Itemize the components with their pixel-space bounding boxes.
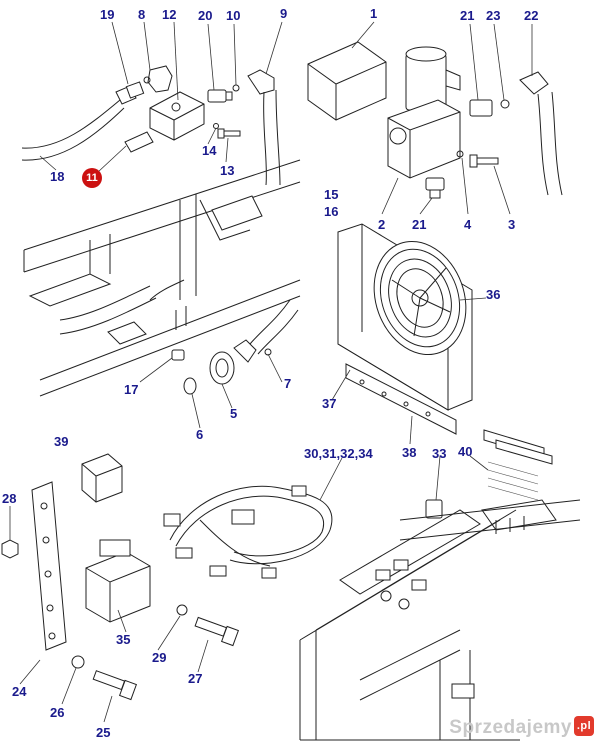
cooler-base-37-38 (345, 363, 457, 435)
callout-37: 37 (322, 396, 337, 411)
connector-33 (425, 499, 443, 519)
callout-36: 36 (486, 287, 501, 302)
callout-17: 17 (124, 382, 139, 397)
bolt-13 (217, 128, 241, 139)
callout-39: 39 (54, 434, 69, 449)
valve-body-2 (387, 99, 461, 179)
wire-harness (163, 485, 333, 579)
callout-24: 24 (12, 684, 27, 699)
washer-26 (71, 655, 85, 669)
callout-12: 12 (162, 7, 177, 22)
cab-structure (299, 499, 581, 741)
callout-3: 3 (508, 217, 516, 232)
callout-5: 5 (230, 406, 238, 421)
callout-33: 33 (432, 446, 447, 461)
callout-23: 23 (486, 8, 501, 23)
callout-21-bottom: 21 (412, 217, 427, 232)
o-ring-10 (232, 84, 240, 92)
callout-21-top: 21 (460, 8, 475, 23)
callout-7: 7 (284, 376, 292, 391)
valve-block-12 (124, 91, 205, 153)
callout-19: 19 (100, 7, 115, 22)
washer-4 (456, 150, 464, 158)
callout-9: 9 (280, 6, 288, 21)
nut-28 (1, 539, 19, 559)
callout-4: 4 (464, 217, 472, 232)
callout-35: 35 (116, 632, 131, 647)
callout-15: 15 (324, 187, 339, 202)
callout-22: 22 (524, 8, 539, 23)
callout-11-badge: 11 (82, 168, 102, 188)
fitting-21-top (469, 99, 493, 117)
chassis-frame (23, 159, 301, 397)
fan-36 (373, 240, 467, 356)
o-ring-23 (500, 99, 510, 109)
adapter-20 (207, 89, 233, 103)
callout-13: 13 (220, 163, 235, 178)
elbow-fitting-8 (143, 65, 173, 93)
callout-20: 20 (198, 8, 213, 23)
callout-38: 38 (402, 445, 417, 460)
callout-10: 10 (226, 8, 241, 23)
callout-30-31-32-34: 30,31,32,34 (304, 446, 373, 461)
callout-6: 6 (196, 427, 204, 442)
callout-2: 2 (378, 217, 386, 232)
callout-1: 1 (370, 6, 378, 21)
o-ring-6 (183, 377, 197, 395)
callout-27: 27 (188, 671, 203, 686)
bracket-24 (31, 481, 67, 651)
watermark-text: Sprzedajemy (449, 717, 572, 738)
callout-14: 14 (202, 143, 217, 158)
bolt-27 (194, 616, 240, 647)
fitting-17 (171, 349, 185, 361)
callout-40: 40 (458, 444, 473, 459)
controller-35 (85, 539, 151, 623)
callout-26: 26 (50, 705, 65, 720)
hose-22 (519, 71, 563, 196)
callout-28: 28 (2, 491, 17, 506)
leader-lines (9, 21, 533, 723)
fitting-19 (125, 81, 145, 99)
watermark-suffix: .pl (574, 716, 594, 736)
solenoid-coil (405, 46, 461, 111)
watermark: Sprzedajemy.pl (449, 716, 594, 739)
callout-29: 29 (152, 650, 167, 665)
washer-14 (213, 123, 219, 129)
bolt-3 (469, 154, 499, 168)
bolt-25 (92, 670, 138, 701)
hose-9 (247, 69, 281, 186)
hose-18 (21, 85, 137, 161)
relay-39 (81, 453, 123, 503)
washer-29 (176, 604, 188, 616)
fitting-21-bottom (425, 177, 445, 199)
hose-elbow-7 (233, 299, 299, 363)
adapter-5 (209, 351, 235, 385)
cover-1 (307, 41, 387, 121)
callout-25: 25 (96, 725, 111, 740)
callout-8: 8 (138, 7, 146, 22)
terminal-strips-40 (481, 429, 557, 534)
callout-18: 18 (50, 169, 65, 184)
callout-16: 16 (324, 204, 339, 219)
